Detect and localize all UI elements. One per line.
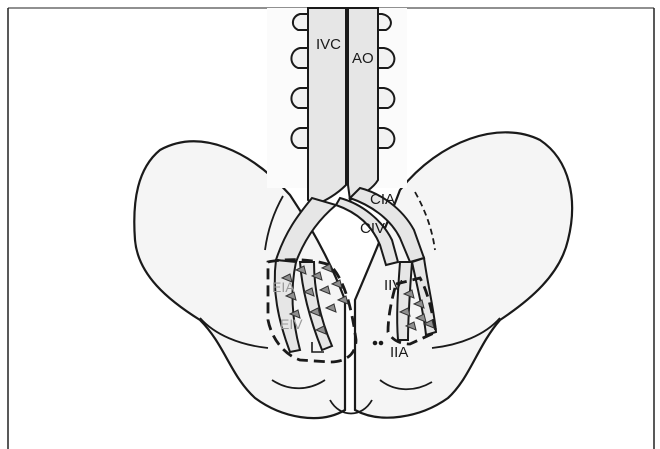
label-iia: IIA <box>390 344 408 361</box>
label-eia: EIA <box>272 279 295 295</box>
label-iiv: IIV <box>384 277 402 294</box>
label-civ: CIV <box>360 220 385 237</box>
label-cia: CIA <box>370 191 395 208</box>
label-eiv: EIV <box>280 316 303 332</box>
aorta <box>348 8 378 200</box>
label-ao: AO <box>352 50 374 67</box>
label-ivc: IVC <box>316 36 341 53</box>
